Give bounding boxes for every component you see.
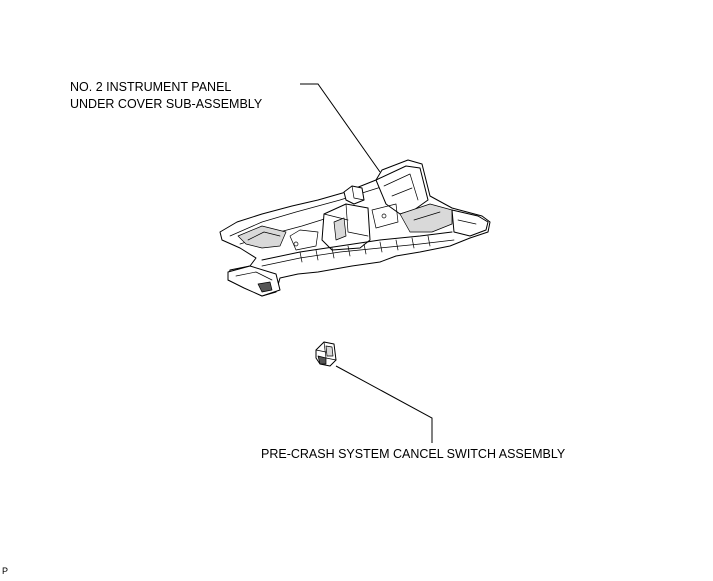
callout-label-cancel-switch-line1: PRE-CRASH SYSTEM CANCEL SWITCH ASSEMBLY (261, 447, 566, 461)
cancel-switch-assembly-drawing (315, 341, 337, 367)
callout-label-cancel-switch: PRE-CRASH SYSTEM CANCEL SWITCH ASSEMBLY (261, 446, 565, 463)
leader-line-cancel-switch (335, 365, 433, 443)
under-cover-sub-assembly-drawing (219, 159, 491, 297)
callout-label-under-cover: NO. 2 INSTRUMENT PANEL UNDER COVER SUB-A… (70, 79, 262, 113)
leader-line-under-cover (300, 83, 381, 173)
page-identifier: P (2, 566, 9, 576)
callout-label-under-cover-line1: NO. 2 INSTRUMENT PANEL (70, 80, 232, 94)
callout-label-under-cover-line2: UNDER COVER SUB-ASSEMBLY (70, 97, 263, 111)
